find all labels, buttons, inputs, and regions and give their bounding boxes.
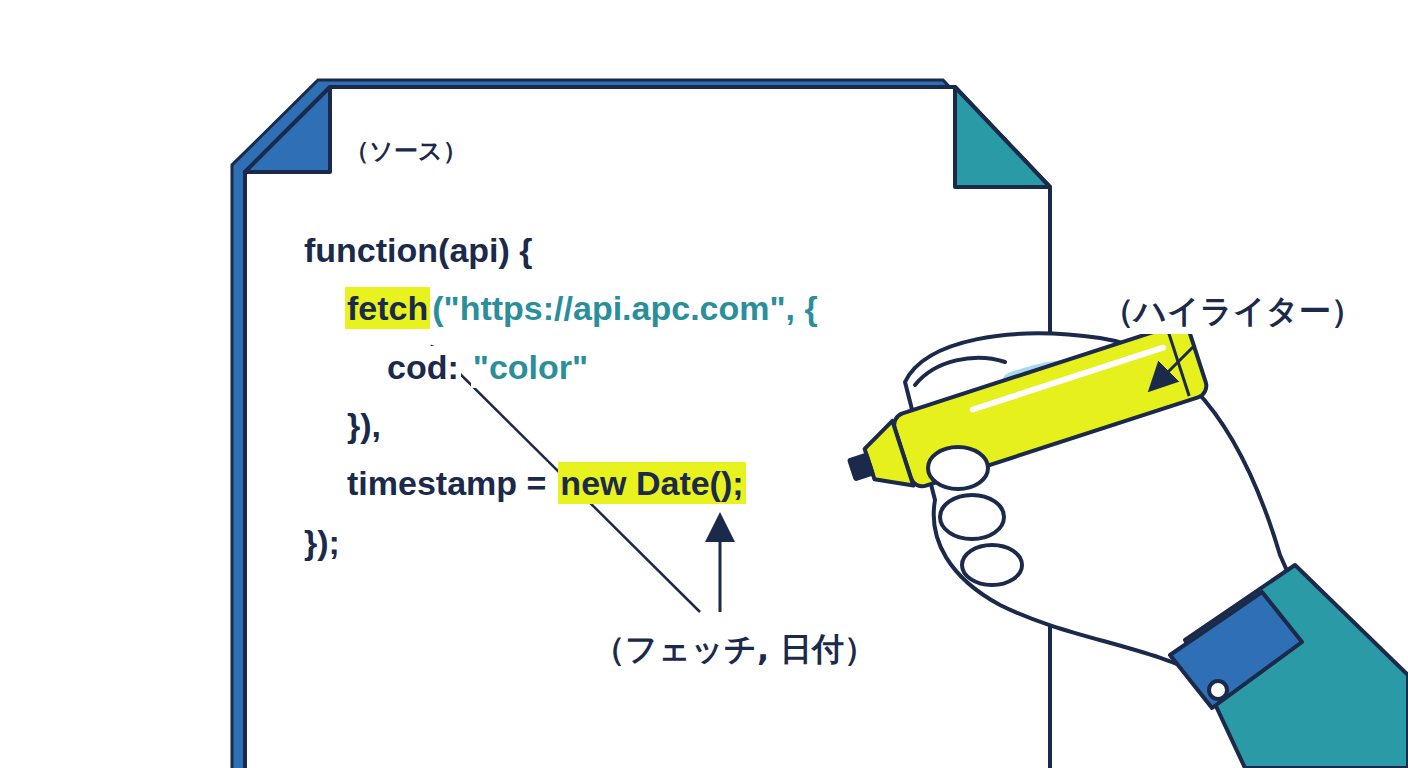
finger [928, 447, 988, 489]
code-text: ("https://api.apc.com", { [430, 287, 820, 329]
button [1209, 681, 1227, 699]
highlighter-label: （ハイライター） [1098, 290, 1367, 334]
highlighted-code: fetch [345, 287, 430, 329]
finger [940, 495, 1004, 539]
callout-label: （フェッチ, 日付） [589, 628, 880, 672]
document-heading: （ソース） [345, 135, 467, 167]
thumb [915, 358, 1005, 385]
code-text: function(api) { [302, 229, 535, 271]
highlighter [839, 321, 1210, 506]
code-text: }); [302, 521, 342, 563]
folded-corner [955, 87, 1050, 187]
folded-corner [245, 87, 330, 172]
code-text: "color" [471, 346, 590, 388]
leader-line [1152, 345, 1195, 388]
code-text: cod: [385, 346, 461, 388]
code-text: timestamp = [345, 462, 548, 504]
cuff [1170, 592, 1302, 708]
highlighted-code: new Date(); [558, 462, 745, 504]
leader-line [719, 518, 722, 612]
code-text: }), [345, 404, 383, 446]
finger [962, 545, 1022, 585]
